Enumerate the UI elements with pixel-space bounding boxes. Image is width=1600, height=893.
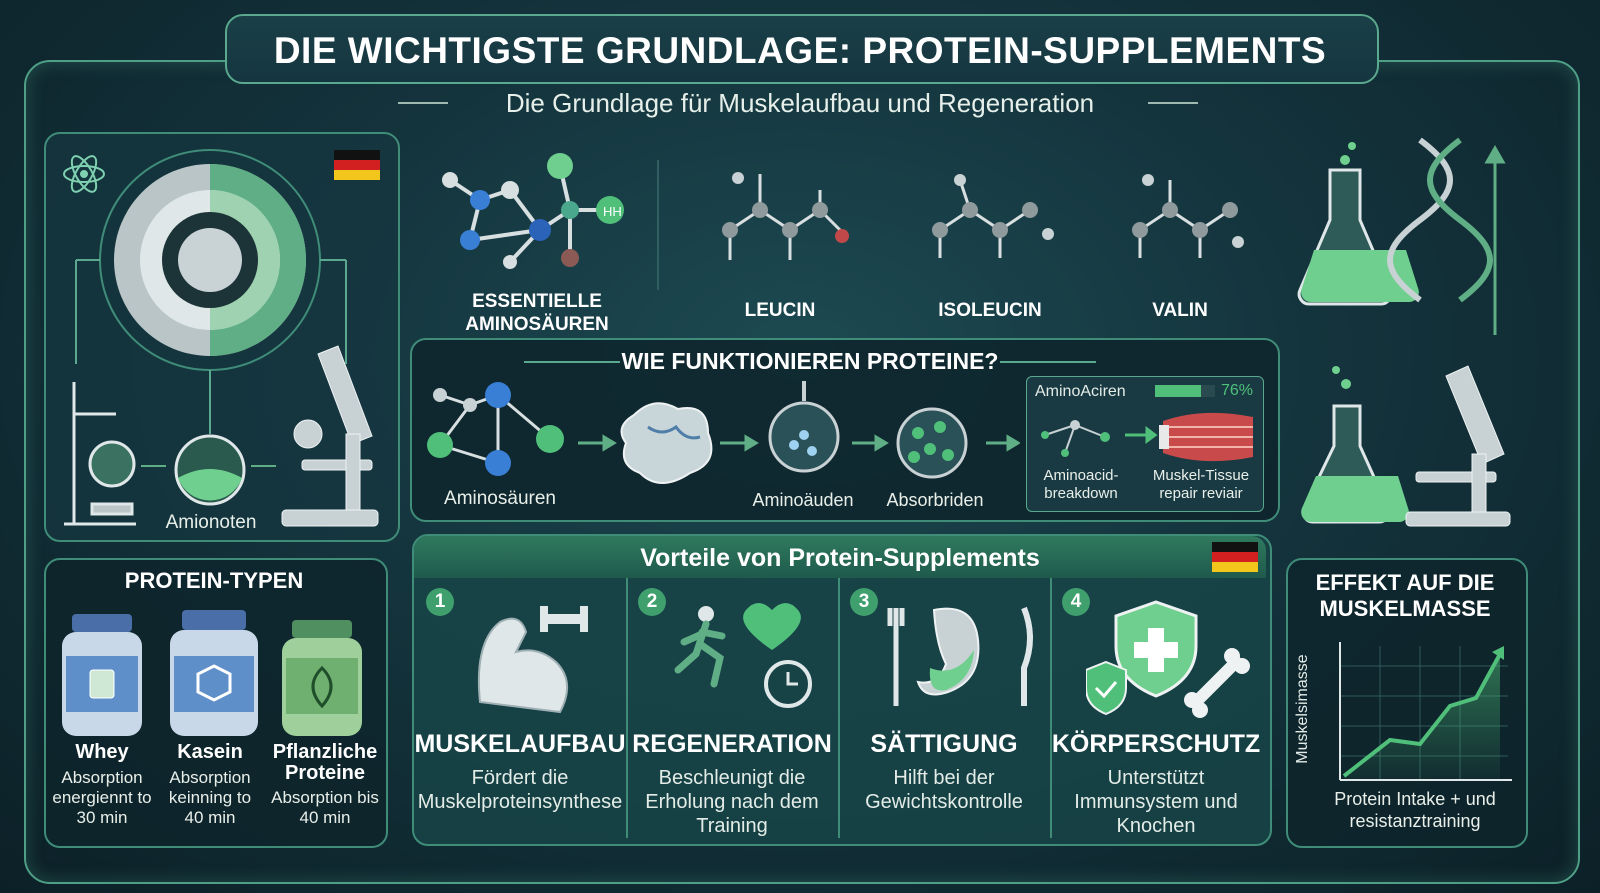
lab-label: Amionoten [165,512,257,533]
valin-molecule-icon [1132,174,1244,258]
effect-area [1344,654,1500,780]
german-flag-icon [334,150,380,180]
title-plate [225,14,1379,84]
benefit-number: 2 [638,588,666,616]
benefit-icon [1086,600,1250,718]
how-rule-right [1000,361,1096,363]
effect-line [1342,653,1502,778]
effect-graph [1339,642,1512,781]
benefits-title: Vorteile von Protein-Supplements [640,544,1040,572]
runner-heart-clock-icon [674,603,812,708]
result-box: AminoAciren 76% Aminoacid- breakdown Mus… [1026,376,1264,512]
effect-ylabel: Muskelsimasse [1294,654,1311,764]
essential-badge: HH [603,204,622,219]
isoleucin-molecule-icon [932,174,1054,258]
absorb-sphere-icon [896,407,968,479]
protein-blob-icon [620,402,713,484]
flow-arrows [578,434,1020,452]
how-flow-illustration [427,381,1020,484]
essential-molecule-icon [442,153,624,269]
flask-dna-illustration [1297,137,1506,335]
repair-label: Muskel-Tissue repair reviair [1152,467,1250,502]
stomach-fork-knife-icon [887,606,1033,706]
benefit-title: MUSKELAUFBAU [414,730,626,758]
arrow-icon [1125,426,1158,444]
protein-types-title: PROTEIN-TYPEN [124,568,304,593]
breakdown-muscle-illustration [1041,412,1253,462]
protein-type-name: Whey [75,741,129,763]
plant-protein-jar-icon [282,620,362,736]
protein-jars-illustration [62,610,362,736]
kasein-jar-icon [170,610,258,736]
lab-panel: Amionoten [44,132,400,542]
benefit-number: 3 [850,588,878,616]
molecules-illustration: HH [442,153,1244,290]
step-aminosaeuren: Aminosäuren [444,488,556,509]
protein-type-desc: Absorption energiennt to 30 min [52,768,152,827]
leucin-label: LEUCIN [744,300,816,321]
flask-microscope-illustration [1301,365,1511,527]
digest-sphere-icon [768,381,840,473]
progress-track [1155,385,1215,397]
breakdown-molecule-icon [1041,420,1110,457]
microscope-icon [1405,365,1511,527]
benefit-text: Beschleunigt die Erholung nach dem Train… [645,767,819,837]
protein-type-name: Kasein [177,741,243,763]
effect-xlabel: Protein Intake + und resistanztraining [1334,789,1496,831]
how-rule-left [524,361,620,363]
whey-jar-icon [62,614,142,736]
microscope-icon [281,345,379,527]
benefit-icon [887,606,1033,706]
benefit-text: Hilft bei der Gewichtskontrolle [865,767,1023,813]
protein-type-desc: Absorption bis 40 min [271,788,379,827]
benefit-title: KÖRPERSCHUTZ [1051,730,1261,758]
subtitle-rule-right [1148,102,1198,104]
flask-icon [1301,366,1409,524]
protein-type-desc: Absorption keinning to 40 min [168,768,252,827]
page-subtitle: Die Grundlage für Muskelaufbau und Regen… [505,88,1095,118]
essential-amino-label: ESSENTIELLE AMINOSÄUREN [465,291,609,335]
up-arrow-icon [1484,144,1506,335]
stand-flask-icon [64,382,136,526]
valin-label: VALIN [1152,300,1208,321]
benefits-header [414,536,1266,578]
amino-molecule-icon [427,382,564,476]
page-title: DIE WICHTIGSTE GRUNDLAGE: PROTEIN-SUPPLE… [273,30,1327,71]
benefit-title: SÄTTIGUNG [870,730,1018,758]
benefit-icon [674,603,812,708]
benefit-number: 1 [426,588,454,616]
effect-arrowhead [1492,646,1504,660]
effect-title: EFFEKT AUF DIE MUSKELMASSE [1315,570,1495,621]
breakdown-label: Aminoacid- breakdown [1043,467,1119,502]
benefit-title: REGENERATION [632,730,832,758]
round-flask-icon [174,434,246,506]
muscle-tissue-icon [1159,412,1253,462]
leucin-molecule-icon [722,172,849,260]
step-aminoaeuden: Aminoäuden [752,490,854,510]
flexed-arm-icon [477,606,588,714]
atom-icon [63,155,105,193]
progress-label: 76% [1221,382,1254,399]
benefit-text: Unterstützt Immunsystem und Knochen [1074,767,1238,837]
lab-illustration [63,149,379,527]
benefit-text: Fördert die Muskelproteinsynthese [417,767,623,813]
benefit-number: 4 [1062,588,1090,616]
result-box-title: AminoAciren [1035,383,1126,400]
protein-type-name: Pflanzliche Proteine [272,741,378,784]
german-flag-icon [1212,542,1258,572]
subtitle-rule-left [398,102,448,104]
dna-icon [1387,137,1493,303]
shield-bone-icon [1086,600,1250,718]
progress-fill [1155,385,1201,397]
how-title: WIE FUNKTIONIEREN PROTEINE? [621,348,999,374]
benefit-icon [477,606,588,714]
step-absorbriden: Absorbriden [886,490,984,510]
isoleucin-label: ISOLEUCIN [938,300,1042,321]
